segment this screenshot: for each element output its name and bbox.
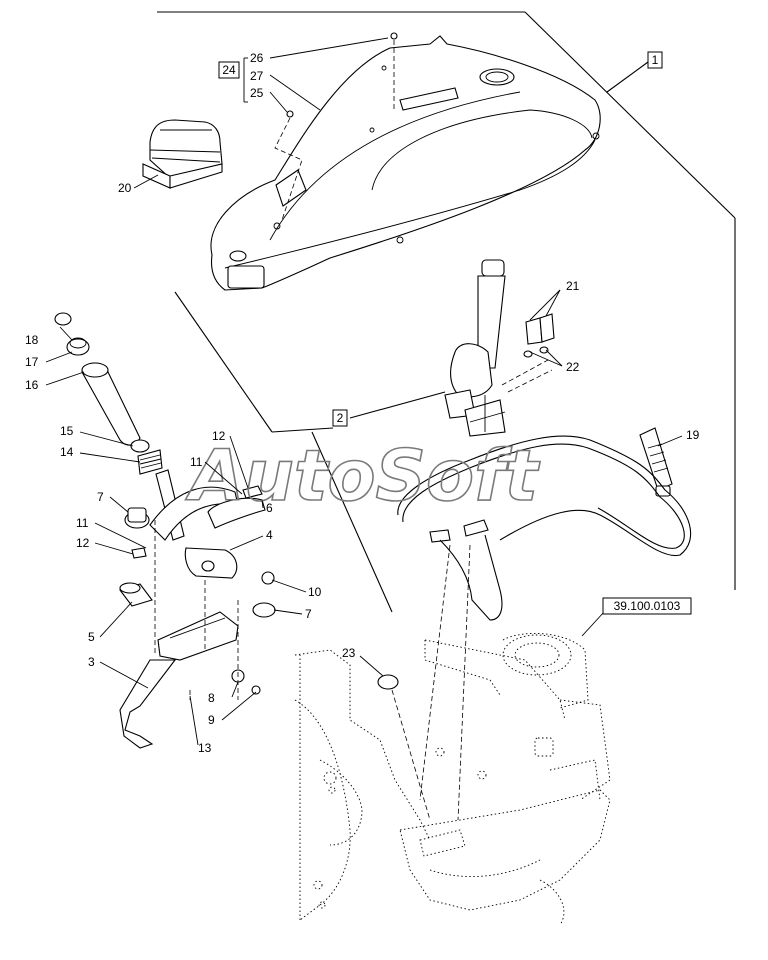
group-2-outline xyxy=(174,291,446,613)
item-label: 16 xyxy=(25,378,39,392)
item-label: 17 xyxy=(25,355,39,369)
lever-assembly xyxy=(54,312,276,749)
item-labels: 26 27 25 20 18 17 16 15 14 12 11 7 11 12… xyxy=(25,51,700,755)
item-label: 26 xyxy=(250,51,264,65)
item-label: 9 xyxy=(208,713,215,727)
item-label: 21 xyxy=(566,279,580,293)
reference-label-box: 39.100.0103 xyxy=(602,597,692,615)
joystick-assembly xyxy=(397,259,692,821)
item-label: 18 xyxy=(25,333,39,347)
item-label: 22 xyxy=(566,360,580,374)
item-label: 12 xyxy=(76,536,90,550)
cover-fasteners xyxy=(274,32,398,221)
item-label: 11 xyxy=(76,516,89,530)
item-label: 10 xyxy=(308,585,322,599)
item-label: 23 xyxy=(342,646,356,660)
item-label: 5 xyxy=(88,630,95,644)
svg-text:39.100.0103: 39.100.0103 xyxy=(614,599,681,613)
svg-text:1: 1 xyxy=(652,53,659,67)
rubber-boot-part xyxy=(142,119,223,189)
tractor-frame xyxy=(294,632,611,926)
group-label-1: 1 xyxy=(647,51,663,69)
item-label: 13 xyxy=(198,741,212,755)
item-label: 4 xyxy=(266,528,273,542)
group-label-2: 2 xyxy=(332,409,348,427)
item-label: 11 xyxy=(190,455,203,469)
item-label: 27 xyxy=(250,69,264,83)
svg-text:2: 2 xyxy=(337,411,344,425)
leader-lines xyxy=(45,37,683,746)
console-cover xyxy=(210,35,601,291)
group-label-24: 24 xyxy=(218,61,240,79)
svg-text:24: 24 xyxy=(222,63,236,77)
item-label: 20 xyxy=(118,181,132,195)
item-label: 6 xyxy=(266,501,273,515)
item-label: 3 xyxy=(88,655,95,669)
item-label: 7 xyxy=(305,607,312,621)
item-label: 8 xyxy=(208,691,215,705)
group-1-outline xyxy=(157,11,736,590)
watermark-text: AutoSoft xyxy=(185,435,541,517)
item-label: 15 xyxy=(60,424,74,438)
item-label: 14 xyxy=(60,445,74,459)
item-label: 7 xyxy=(97,490,104,504)
item-label: 12 xyxy=(212,429,226,443)
item-label: 19 xyxy=(686,428,700,442)
item-label: 25 xyxy=(250,86,264,100)
